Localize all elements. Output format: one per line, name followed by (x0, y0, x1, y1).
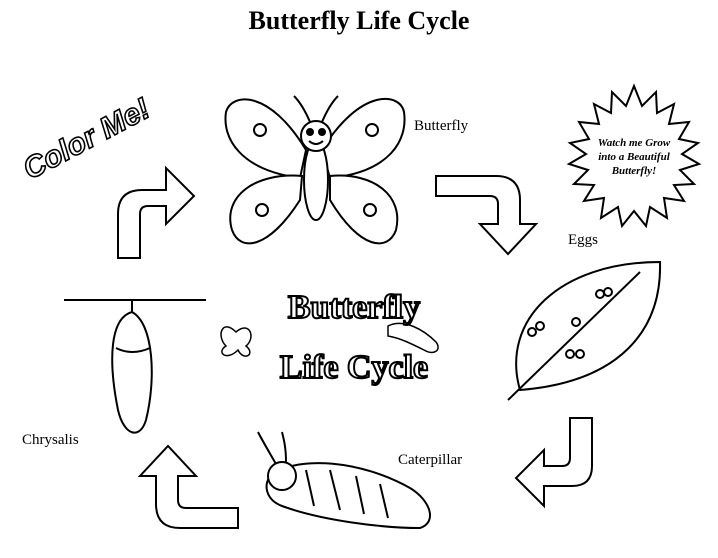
egg-1 (527, 327, 537, 337)
label-butterfly: Butterfly (414, 118, 469, 134)
caterpillar-antenna-left (257, 431, 277, 465)
butterfly-illustration (224, 95, 406, 245)
center-title-line-2: Life Cycle (280, 349, 428, 386)
chrysalis-pod (111, 310, 153, 434)
butterfly-head (300, 120, 332, 152)
caterpillar-head (267, 461, 297, 491)
butterfly-wing-spot-2 (365, 123, 379, 137)
egg-6 (565, 349, 575, 359)
egg-7 (575, 349, 585, 359)
caterpillar-stripe-2 (329, 469, 341, 511)
chrysalis-illustration (64, 299, 206, 434)
logo-butterfly-icon (220, 326, 252, 357)
butterfly-upper-right-wing (320, 97, 406, 180)
label-caterpillar: Caterpillar (398, 452, 463, 468)
butterfly-antenna-left (293, 95, 311, 123)
butterfly-wing-spot-3 (255, 203, 269, 217)
chrysalis-band (115, 347, 151, 353)
butterfly-smile (308, 140, 324, 145)
arrow-chrysalis-to-butterfly (117, 165, 196, 259)
logo-caterpillar-icon (387, 322, 439, 354)
starburst-line-2: into a Beautiful (598, 151, 670, 163)
starburst-shape (566, 83, 702, 229)
butterfly-wing-spot-1 (253, 123, 267, 137)
label-eggs: Eggs (568, 232, 598, 248)
caterpillar-illustration (257, 431, 431, 530)
leaf-with-eggs-illustration (507, 260, 662, 401)
caterpillar-stripe-4 (379, 483, 389, 519)
color-me-text: Color Me! (18, 92, 156, 186)
starburst-line-1: Watch me Grow (598, 137, 671, 149)
egg-3 (571, 317, 581, 327)
arrow-butterfly-to-eggs (435, 175, 539, 256)
butterfly-antenna-right (321, 95, 339, 123)
label-chrysalis: Chrysalis (22, 432, 79, 448)
egg-5 (603, 287, 613, 297)
egg-4 (595, 289, 605, 299)
caterpillar-stripe-3 (355, 475, 365, 515)
butterfly-wing-spot-4 (363, 203, 377, 217)
arrow-eggs-to-caterpillar (514, 417, 593, 509)
page-title: Butterfly Life Cycle (248, 6, 470, 35)
center-logo: Butterfly Life Cycle (220, 288, 439, 387)
butterfly-eye-left (306, 128, 314, 136)
leaf-midrib (507, 271, 641, 401)
starburst-badge: Watch me Grow into a Beautiful Butterfly… (566, 83, 702, 229)
caterpillar-antenna-right (281, 431, 287, 463)
butterfly-eye-right (318, 128, 326, 136)
starburst-line-3: Butterfly! (611, 165, 657, 177)
center-title-line-1: Butterfly (288, 289, 420, 326)
caterpillar-stripe-1 (305, 469, 315, 507)
butterfly-upper-left-wing (224, 98, 308, 180)
arrow-caterpillar-to-chrysalis (137, 444, 239, 529)
egg-2 (535, 321, 545, 331)
